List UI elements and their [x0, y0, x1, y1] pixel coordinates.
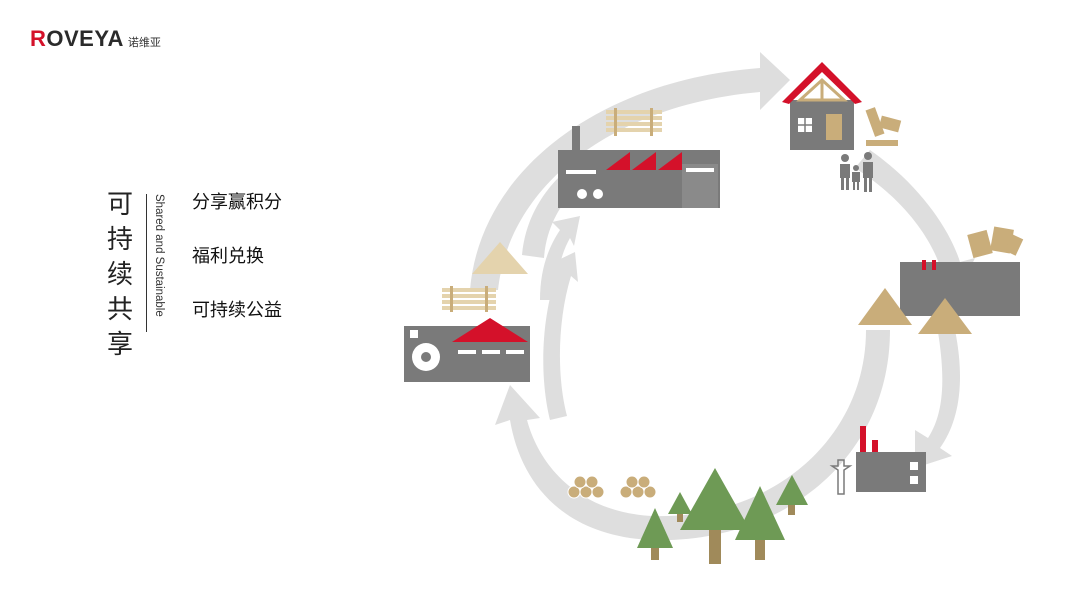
- furniture-wood-icon: [865, 107, 902, 146]
- section-title: 可 持 续 共 享: [100, 188, 140, 363]
- wood-panel-factory-icon: [858, 226, 1024, 334]
- processed-lumber-icon: [606, 108, 662, 136]
- logo-wordmark: ROVEYA: [30, 26, 124, 51]
- forest-icon: [637, 468, 808, 564]
- arrow-right-lower: [915, 330, 960, 468]
- sustainability-cycle-diagram: [404, 52, 1024, 564]
- menu-item-benefits-exchange[interactable]: 福利兑换: [192, 246, 264, 267]
- arrow-inner-left-2: [540, 216, 580, 300]
- power-plant-icon: [829, 426, 926, 495]
- menu-item-sustainable-charity[interactable]: 可持续公益: [192, 300, 282, 321]
- title-char: 共: [106, 295, 133, 325]
- menu-item-share-points[interactable]: 分享赢积分: [192, 192, 282, 213]
- sawmill-icon: [404, 318, 530, 382]
- title-divider: [146, 194, 147, 332]
- log-pile-icon: [567, 475, 657, 499]
- title-char: 享: [106, 330, 133, 360]
- house-icon: [782, 62, 862, 150]
- sawdust-pile-icon: [472, 242, 528, 274]
- arrow-inner-left-3: [543, 252, 578, 420]
- logo-chinese-name: 诺维亚: [127, 36, 161, 49]
- feature-menu: 分享赢积分 福利兑换 可持续公益: [192, 190, 282, 352]
- title-char: 续: [106, 260, 133, 290]
- brand-logo[interactable]: ROVEYA 诺维亚: [30, 26, 161, 52]
- section-subtitle: Shared and Sustainable: [153, 194, 165, 317]
- lumber-stack-icon: [442, 286, 496, 312]
- section-heading: 可 持 续 共 享 Shared and Sustainable: [100, 188, 165, 363]
- processing-factory-icon: [558, 126, 720, 208]
- title-char: 可: [106, 190, 133, 220]
- family-icon: [840, 152, 873, 192]
- title-char: 持: [106, 225, 133, 255]
